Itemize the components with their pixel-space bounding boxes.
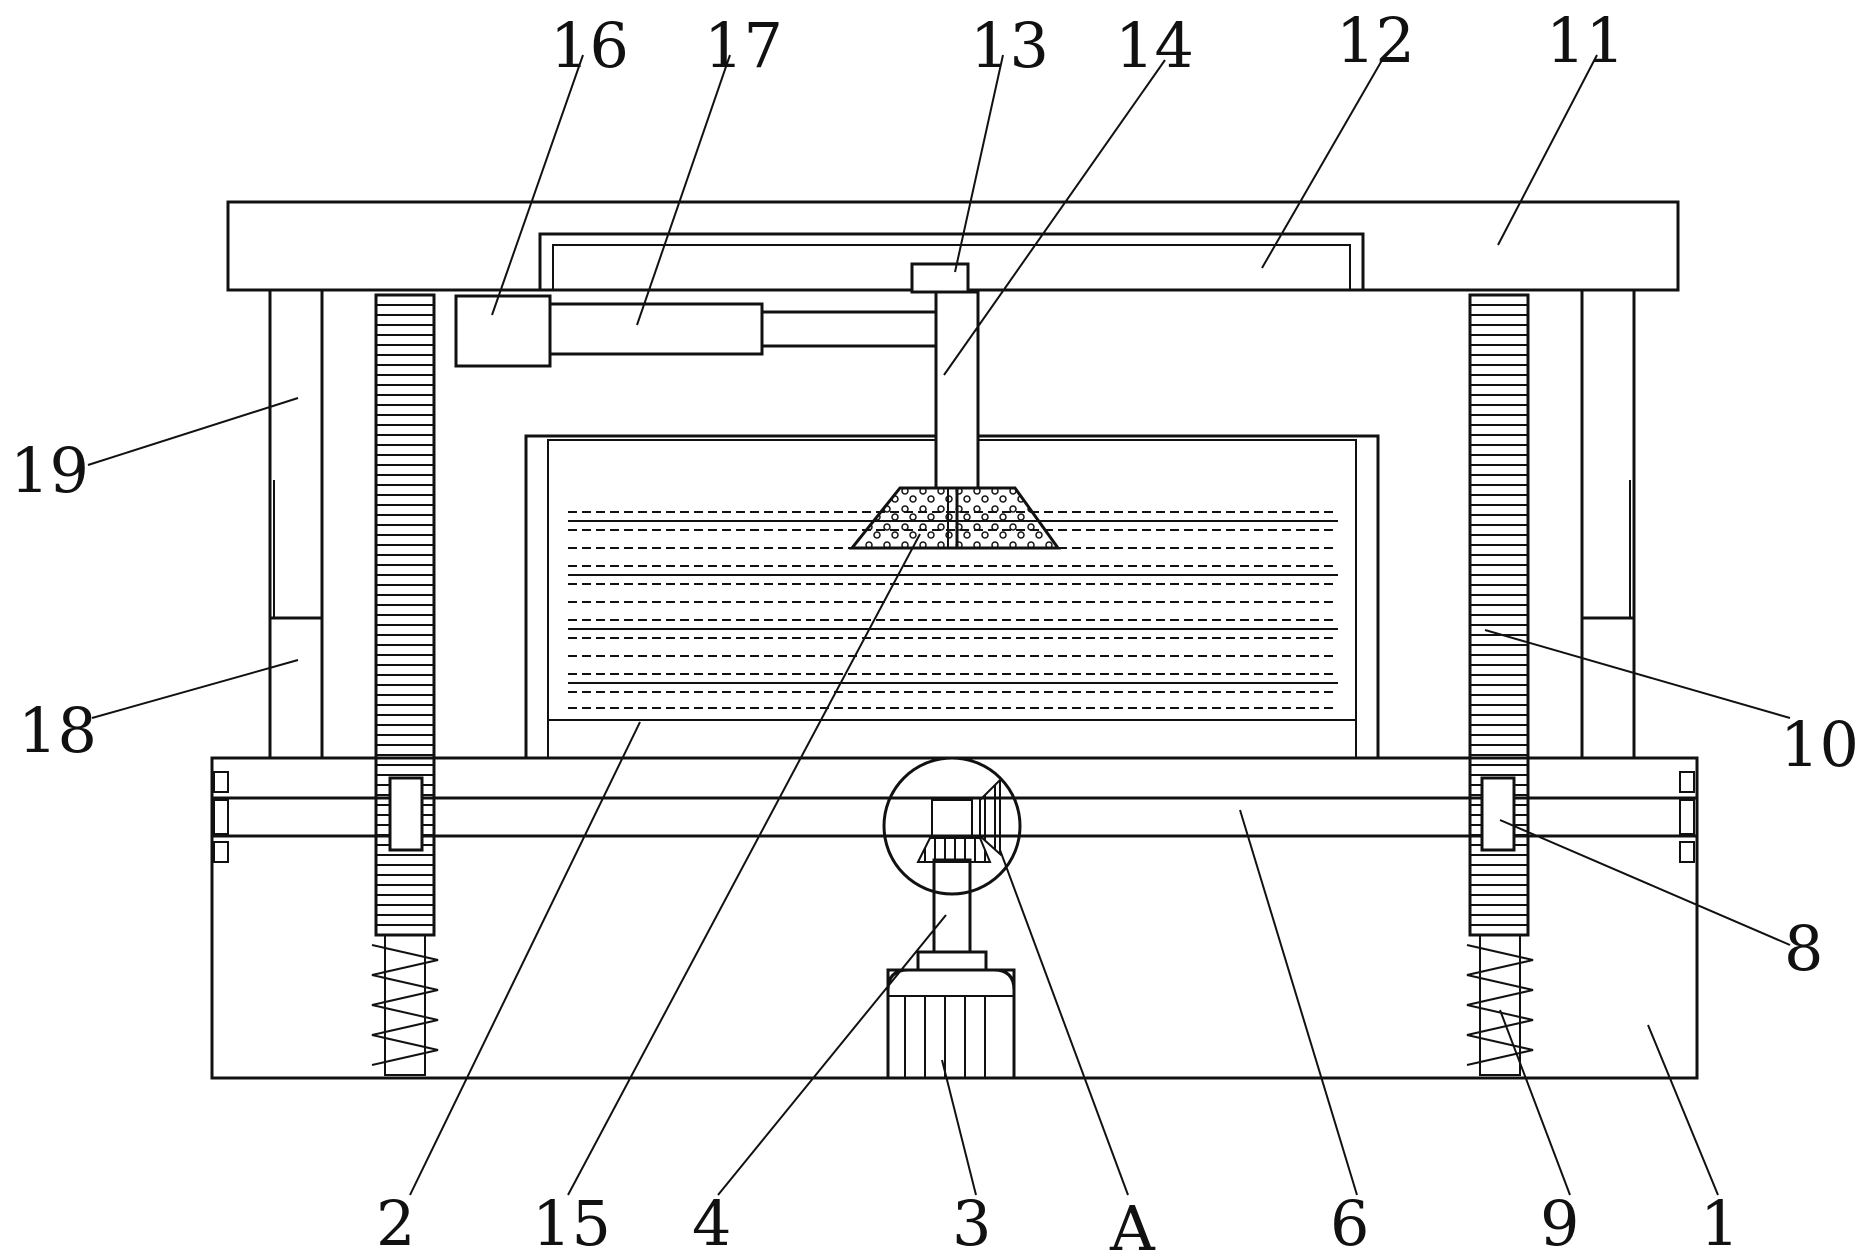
label-10: 10 (1780, 708, 1859, 781)
telescopic-cylinder (548, 302, 764, 356)
slide-slot (538, 232, 1365, 290)
left-screw-rod (371, 934, 439, 1076)
label-A: A (1109, 1192, 1156, 1259)
leader-lines (87, 54, 1791, 1196)
label-1: 1 (1700, 1187, 1739, 1259)
vertical-rod (934, 290, 980, 490)
label-11: 11 (1546, 4, 1625, 77)
label-3: 3 (952, 1187, 991, 1259)
label-15: 15 (532, 1187, 611, 1259)
label-12: 12 (1336, 4, 1415, 77)
right-screw-rod (1466, 934, 1534, 1076)
label-2: 2 (376, 1187, 415, 1259)
label-4: 4 (692, 1187, 731, 1259)
label-17: 17 (704, 9, 783, 82)
label-19: 19 (10, 434, 89, 507)
connecting-arm (762, 310, 940, 348)
bottom-motor (886, 968, 1016, 1080)
label-16: 16 (550, 9, 629, 82)
label-18: 18 (18, 694, 97, 767)
drive-motor (454, 294, 552, 368)
right-support-column (1580, 288, 1636, 760)
right-gear (1480, 776, 1516, 852)
detail-circle-A (882, 756, 1022, 896)
label-8: 8 (1784, 912, 1823, 985)
motor-output-shaft (916, 858, 988, 972)
label-13: 13 (970, 9, 1049, 82)
label-9: 9 (1540, 1187, 1579, 1259)
scraper-head (848, 486, 1061, 550)
label-14: 14 (1115, 9, 1194, 82)
part-labels: 16 17 13 14 12 11 19 18 10 8 1 9 6 A 3 4… (10, 4, 1859, 1259)
left-gear (388, 776, 424, 852)
slider-block (910, 262, 970, 294)
label-6: 6 (1330, 1187, 1369, 1259)
left-support-column (268, 288, 324, 760)
